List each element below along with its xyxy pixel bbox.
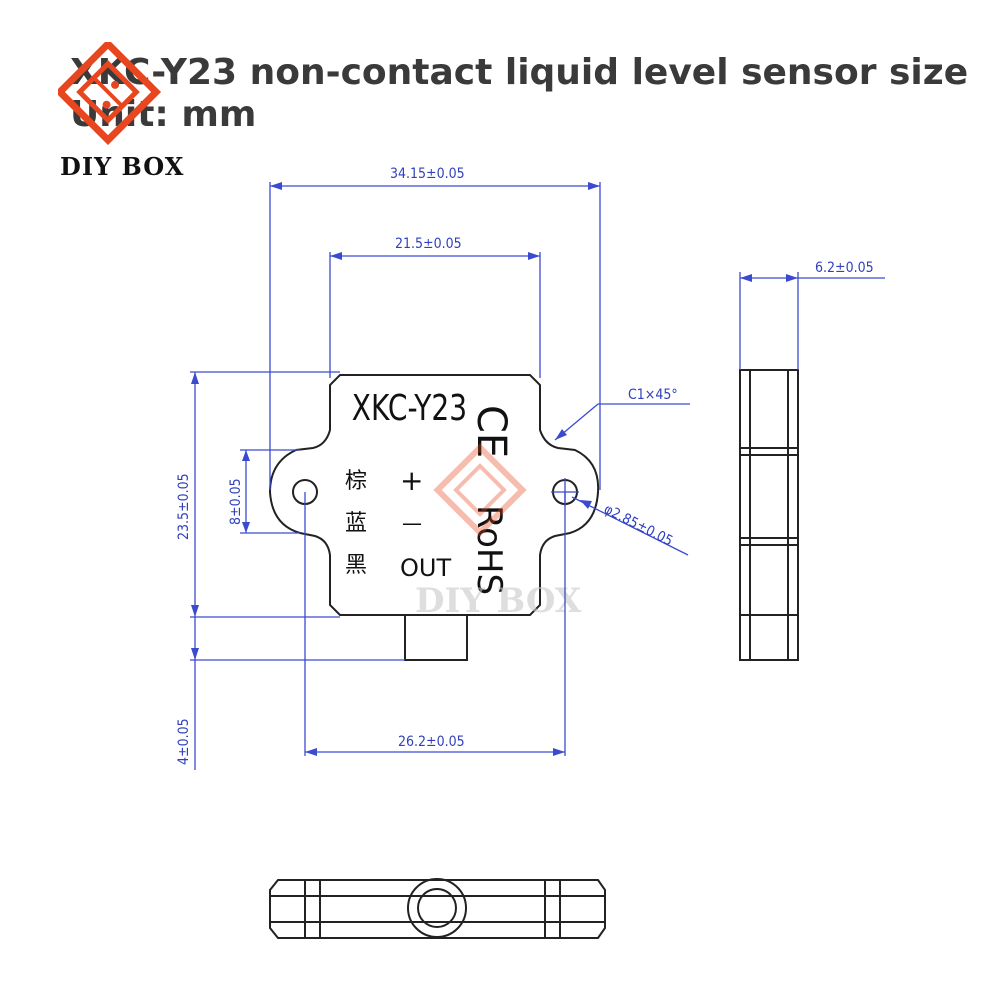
dim-chamfer: C1×45° <box>628 387 678 403</box>
cert-rohs-marking: RoHS <box>469 505 509 595</box>
dim-tab-height: 8±0.05 <box>228 478 244 525</box>
bottom-view-port <box>407 878 467 938</box>
diy-box-logo-icon <box>58 42 162 146</box>
sensor-body-outline <box>268 374 600 616</box>
dim-protrusion: 4±0.05 <box>176 718 192 765</box>
watermark-text: DIY BOX <box>415 581 582 621</box>
side-view-outline <box>739 369 799 661</box>
pin-plus: + <box>400 464 423 497</box>
dim-body-width: 21.5±0.05 <box>395 236 462 252</box>
cert-ce-marking: CE <box>468 405 514 458</box>
char-brown: 棕 <box>345 469 367 494</box>
dim-height: 23.5±0.05 <box>176 473 192 540</box>
char-black: 黑 <box>345 553 367 578</box>
bottom-view-outline <box>269 879 606 939</box>
sensor-connector <box>404 614 468 661</box>
logo-text: DIY BOX <box>60 152 185 181</box>
dim-hole-diameter: φ2.85±0.05 <box>601 501 675 549</box>
dim-thickness: 6.2±0.05 <box>815 260 874 276</box>
dim-overall-width: 34.15±0.05 <box>390 166 465 182</box>
watermark-icon <box>433 443 527 537</box>
page-title: XKC-Y23 non-contact liquid level sensor … <box>70 52 969 93</box>
model-marking: XKC-Y23 <box>352 387 467 429</box>
pin-minus: — <box>402 511 422 535</box>
char-blue: 蓝 <box>345 511 367 536</box>
pin-out: OUT <box>400 554 451 582</box>
dim-hole-spacing: 26.2±0.05 <box>398 734 465 750</box>
